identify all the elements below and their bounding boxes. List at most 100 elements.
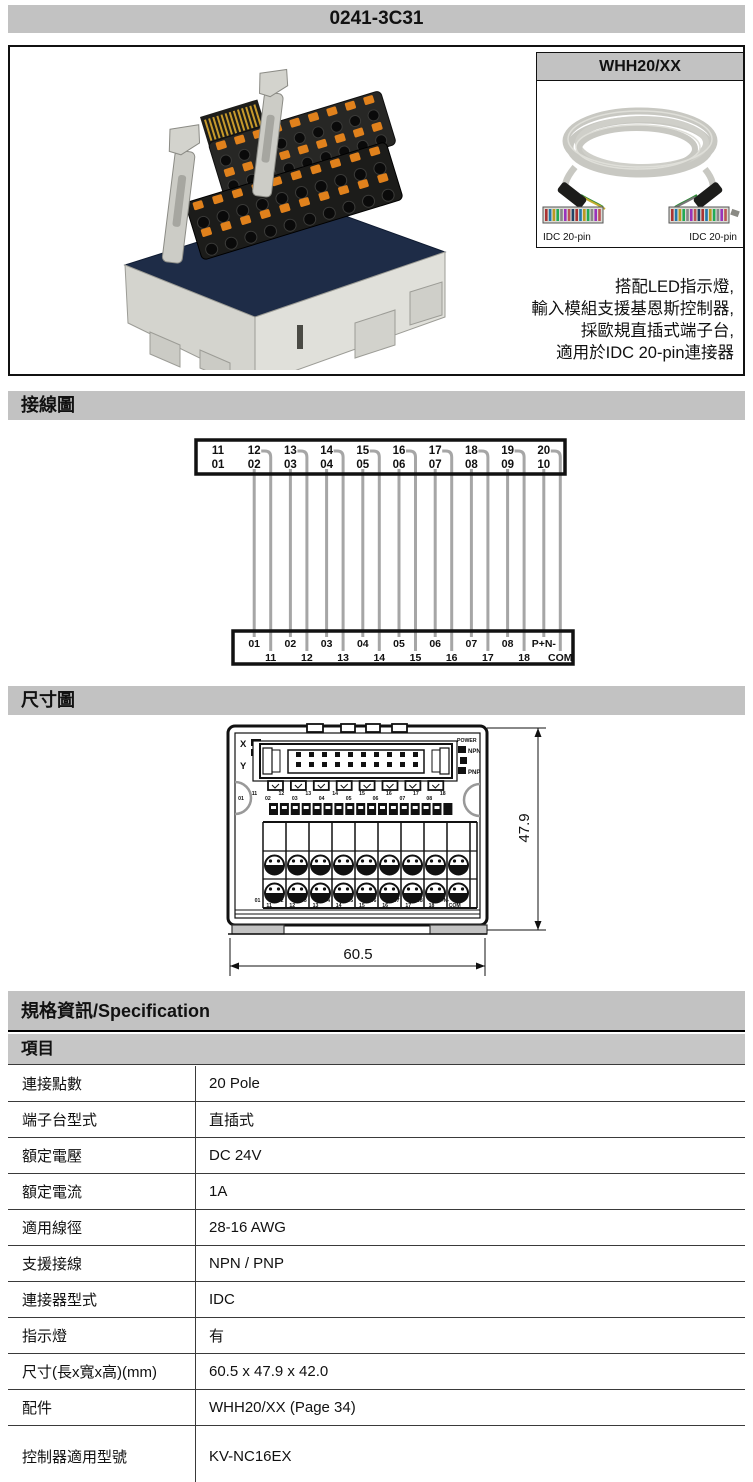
clamp-dot	[276, 887, 281, 891]
wire-stripe	[674, 209, 678, 221]
idc-right-label: IDC 20-pin	[689, 232, 737, 243]
wiring-line	[550, 449, 562, 651]
clip-orange	[344, 100, 357, 111]
spec-table-row: 端子台型式直插式	[8, 1102, 745, 1138]
clamp-jaw	[311, 865, 330, 875]
idc-pin	[374, 752, 379, 757]
clip-orange	[363, 95, 375, 106]
connector-pin-number: 11	[212, 445, 225, 457]
spec-value: IDC	[195, 1282, 745, 1317]
gold-pin	[232, 110, 242, 133]
clamp-dot	[337, 859, 342, 863]
idc-pin	[322, 762, 327, 767]
svg-text:Y: Y	[240, 761, 247, 772]
connector-pin-number: 17	[429, 445, 442, 457]
idc-connector-right	[668, 206, 740, 224]
clip-orange	[200, 227, 212, 237]
section-wiring-bar: 接線圖	[8, 391, 745, 420]
terminal-number: 17	[413, 791, 419, 797]
terminal-pin-number: 05	[393, 638, 405, 650]
led-window	[312, 780, 330, 791]
idc-pin	[296, 762, 301, 767]
clip-orange	[259, 209, 271, 219]
terminal-number: 14	[332, 791, 338, 797]
terminal-hole	[219, 154, 232, 167]
terminal-pin-number: 13	[337, 652, 349, 664]
spec-label: 端子台型式	[22, 1112, 98, 1129]
terminal-number: 01	[238, 796, 244, 802]
terminal-pin-number: 18	[518, 652, 530, 664]
led-window-mark	[271, 783, 280, 789]
spec-item-title: 項目	[21, 1040, 54, 1058]
clamp-dot	[268, 859, 273, 863]
terminal-number: 05	[347, 898, 353, 904]
connector-pin-number: 16	[393, 445, 406, 457]
connector-pin-number: 01	[212, 459, 225, 471]
wire-stripe	[693, 209, 697, 221]
wire-stripe	[709, 209, 712, 221]
terminal-hole	[362, 194, 376, 208]
gold-pin	[245, 106, 254, 129]
wire-stripe	[575, 209, 578, 221]
idc-pin	[361, 762, 366, 767]
connector-pin-number: 05	[356, 459, 369, 471]
cable-illustration	[542, 107, 740, 224]
terminal-hole	[330, 120, 343, 133]
wire-stripe	[567, 209, 571, 221]
clamp-dot	[437, 887, 442, 891]
clip-orange	[349, 152, 361, 163]
idc-pin	[335, 762, 340, 767]
spec-label: 支援接線	[22, 1256, 83, 1273]
wire-stripe	[594, 209, 597, 221]
cable-coil	[561, 107, 718, 197]
idc-pin	[413, 752, 418, 757]
terminal-hole	[312, 126, 325, 139]
idc-pin	[309, 752, 314, 757]
terminal-number: 03	[292, 796, 298, 802]
clip-orange	[316, 138, 328, 149]
clip-orange	[318, 191, 330, 201]
terminal-number: 08	[426, 796, 432, 802]
terminal-box	[231, 629, 575, 666]
led-windows	[267, 780, 445, 791]
led-window	[404, 780, 422, 791]
clamp-dot	[299, 859, 304, 863]
terminal-number: 17	[405, 903, 411, 909]
clamp-dot	[406, 887, 411, 891]
wiring-line	[261, 449, 273, 651]
section-dimensions-title: 尺寸圖	[21, 690, 75, 710]
terminal-number: 14	[336, 903, 342, 909]
clip-orange	[297, 144, 309, 155]
spec-table-row: 指示燈有	[8, 1318, 745, 1354]
clamp-dot	[268, 887, 273, 891]
clamp-jaw	[357, 893, 376, 903]
clamp-jaw	[357, 865, 376, 875]
terminal-number: 18	[429, 903, 435, 909]
clip-orange	[326, 106, 338, 117]
section-spec-bar: 規格資訊/Specification	[8, 991, 745, 1032]
idc-pin	[400, 762, 405, 767]
connector-pin-number: 20	[537, 445, 550, 457]
led-square-slot	[281, 806, 287, 809]
terminal-bank-front	[185, 142, 403, 260]
connector-pin-number: 18	[465, 445, 478, 457]
wire-stripe	[686, 209, 689, 221]
gold-pin	[208, 118, 217, 140]
idc-left-label: IDC 20-pin	[543, 232, 591, 243]
wire-stripe	[678, 209, 682, 221]
terminal-number: 11	[266, 903, 272, 909]
connector-pin-number: 06	[393, 459, 406, 471]
terminal-number: 13	[305, 791, 311, 797]
clamp-dot	[291, 887, 296, 891]
led-squares	[269, 803, 453, 815]
terminal-pin-number: 16	[446, 652, 458, 664]
wire-stripe	[701, 209, 704, 221]
page-title-bar: 0241-3C31	[8, 5, 745, 33]
clamp-jaw	[265, 893, 284, 903]
